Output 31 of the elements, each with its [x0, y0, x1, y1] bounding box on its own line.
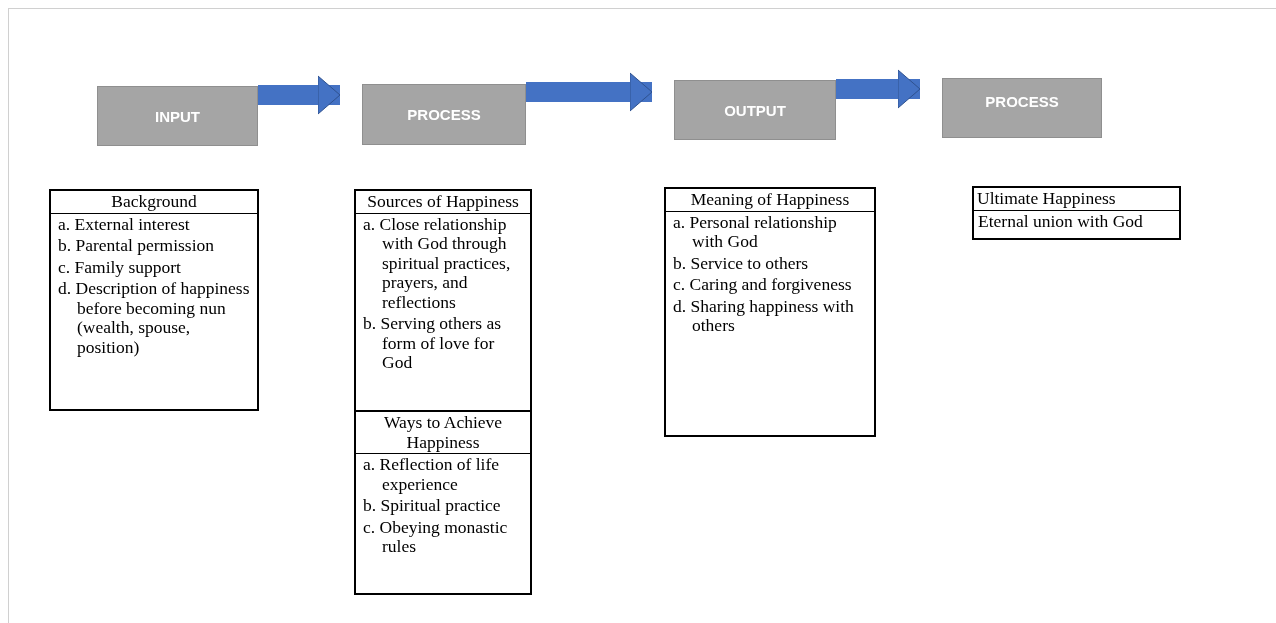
stage-box	[942, 78, 1102, 138]
stage-label: OUTPUT	[724, 101, 786, 119]
list-item: d. Sharing happiness with others	[672, 295, 855, 337]
table-box	[972, 186, 1181, 240]
list-item: c. Family support	[57, 256, 182, 278]
list-item: b. Spiritual practice	[362, 495, 502, 517]
block-arrow	[836, 69, 921, 109]
stage-box	[362, 84, 526, 145]
table-heading: Meaning of Happiness	[666, 189, 874, 212]
block-arrow	[258, 75, 341, 115]
table-box	[664, 187, 876, 437]
table-heading: Background	[51, 191, 257, 214]
list-item: d. Description of happiness before becoming nun (wealth, spouse, position)	[57, 278, 251, 358]
list-item: c. Caring and forgiveness	[672, 274, 853, 296]
stage-label: INPUT	[155, 107, 200, 125]
stage-box	[674, 80, 836, 140]
list-item: b. Serving others as form of love for God	[362, 313, 503, 374]
list-item: Eternal union with God	[977, 210, 1144, 232]
table-heading: Sources of Happiness	[356, 191, 530, 214]
stage-label: PROCESS	[985, 93, 1059, 110]
table-heading: Ultimate Happiness	[974, 188, 1179, 211]
list-item: b. Service to others	[672, 252, 810, 274]
stage-box	[97, 86, 258, 146]
table-box	[49, 189, 259, 411]
table-box	[354, 189, 532, 412]
list-item: b. Parental permission	[57, 235, 215, 257]
list-item: a. External interest	[57, 213, 191, 235]
table-box	[354, 410, 532, 595]
block-arrow	[526, 72, 653, 112]
stage-label: PROCESS	[407, 106, 481, 123]
list-item: c. Obeying monastic rules	[362, 516, 509, 558]
